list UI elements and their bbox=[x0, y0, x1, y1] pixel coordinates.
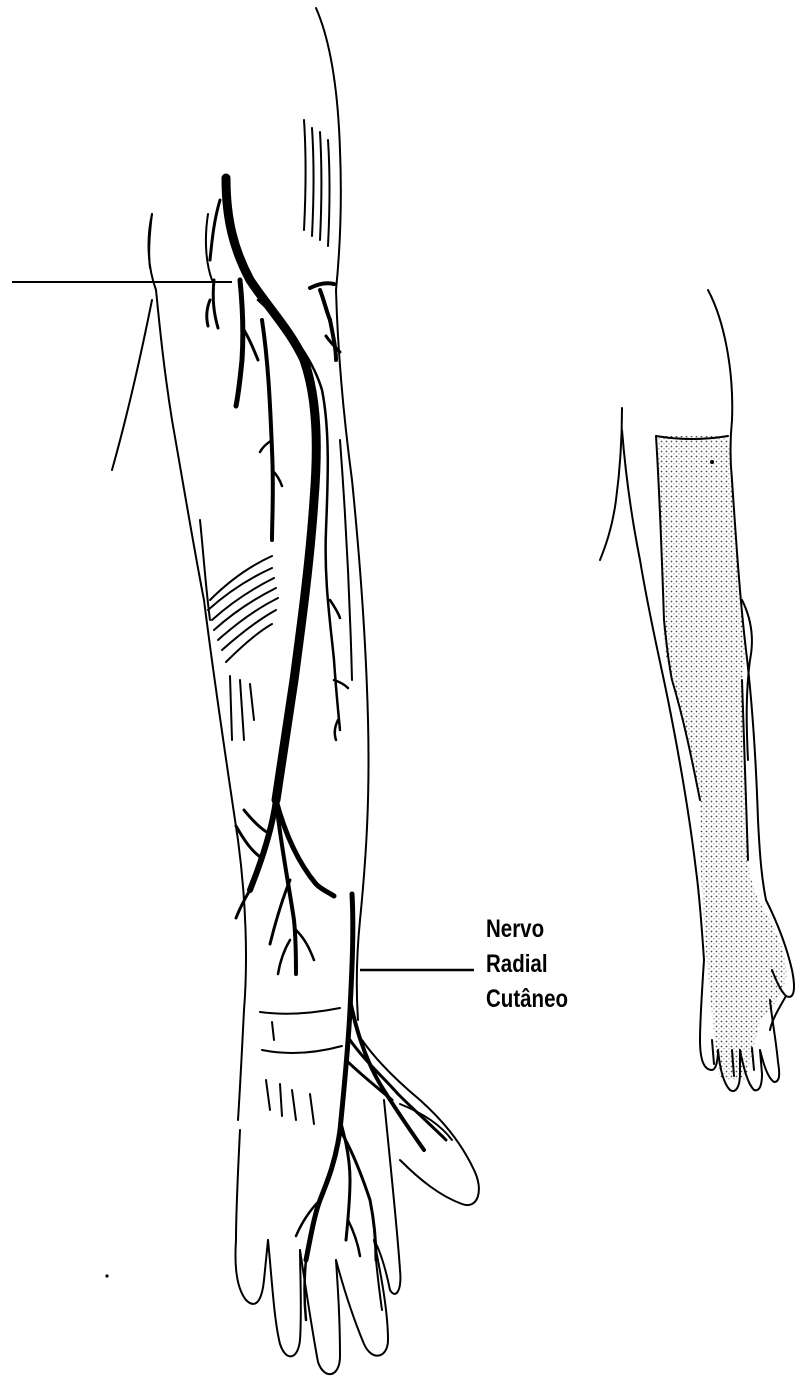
dermatome-arm bbox=[600, 290, 794, 1091]
thumb-outline bbox=[362, 1040, 479, 1205]
label-line-2: Radial bbox=[486, 947, 568, 982]
cutaneous-innervation-area bbox=[656, 436, 786, 1080]
medial-branch bbox=[236, 280, 243, 406]
wrist-crease bbox=[260, 1008, 340, 1014]
label-line-3: Cutâneo bbox=[486, 982, 568, 1017]
nerve-branches bbox=[207, 178, 446, 1320]
elbow-outline bbox=[112, 300, 152, 470]
stray-dot bbox=[105, 1274, 108, 1277]
label-line-1: Nervo bbox=[486, 912, 568, 947]
lateral-branch bbox=[320, 290, 330, 320]
hand-outline bbox=[235, 1130, 268, 1304]
nerve-label: Nervo Radial Cutâneo bbox=[486, 912, 568, 1017]
radial-cutaneous-nerve bbox=[306, 894, 353, 1260]
forearm-outline-left bbox=[149, 214, 246, 1120]
